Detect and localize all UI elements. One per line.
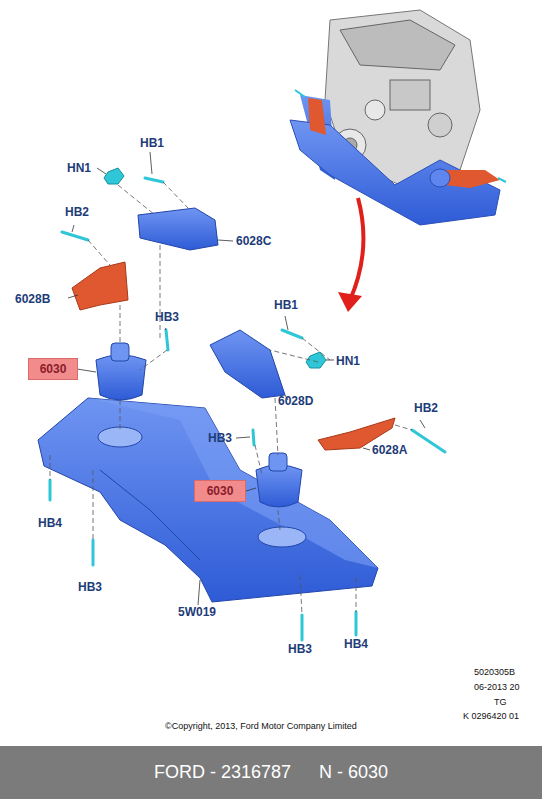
callout-number: HN1: [67, 161, 91, 175]
bracket: [138, 208, 218, 250]
part-number: FORD - 2316787: [154, 762, 291, 783]
part-number: N - 6030: [319, 762, 388, 783]
callout-number: HB2: [414, 401, 438, 415]
callout-number: HB3: [155, 310, 179, 324]
callout-number: 6028D: [278, 394, 313, 408]
callout-number: HB3: [288, 642, 312, 656]
bolt: [50, 178, 445, 640]
bracket: [210, 330, 285, 398]
callout-box: 6030: [28, 358, 78, 380]
engine: [290, 10, 506, 225]
callout-number: HB2: [65, 205, 89, 219]
callout-number: 6028A: [372, 443, 407, 457]
callout-number: HB1: [274, 298, 298, 312]
note: TG: [494, 697, 507, 708]
callout-number: HN1: [336, 354, 360, 368]
callout-box: 6030: [194, 480, 246, 502]
callout-number: 6030: [34, 359, 73, 379]
callout-number: HB3: [208, 431, 232, 445]
callout-number: HB4: [38, 516, 62, 530]
note: 5020305B: [474, 667, 515, 678]
callout-number: 6028C: [236, 234, 271, 248]
note: K 0296420 01: [463, 711, 519, 722]
note: 06-2013 20: [474, 682, 520, 693]
callout-number: 5W019: [178, 605, 216, 619]
nut: [104, 168, 326, 368]
footer-band: FORD - 2316787 N - 6030: [0, 746, 542, 799]
assembly-line: [50, 182, 412, 615]
callout-number: 6028B: [15, 292, 50, 306]
crossmember: [38, 398, 378, 602]
callout-number: HB3: [78, 580, 102, 594]
callout-number: 6030: [201, 481, 240, 501]
note: ©Copyright, 2013, Ford Motor Company Lim…: [165, 719, 357, 733]
bracket: [72, 262, 128, 310]
callout-number: HB1: [140, 136, 164, 150]
callout-number: HB4: [344, 637, 368, 651]
leader-line: [68, 152, 425, 605]
